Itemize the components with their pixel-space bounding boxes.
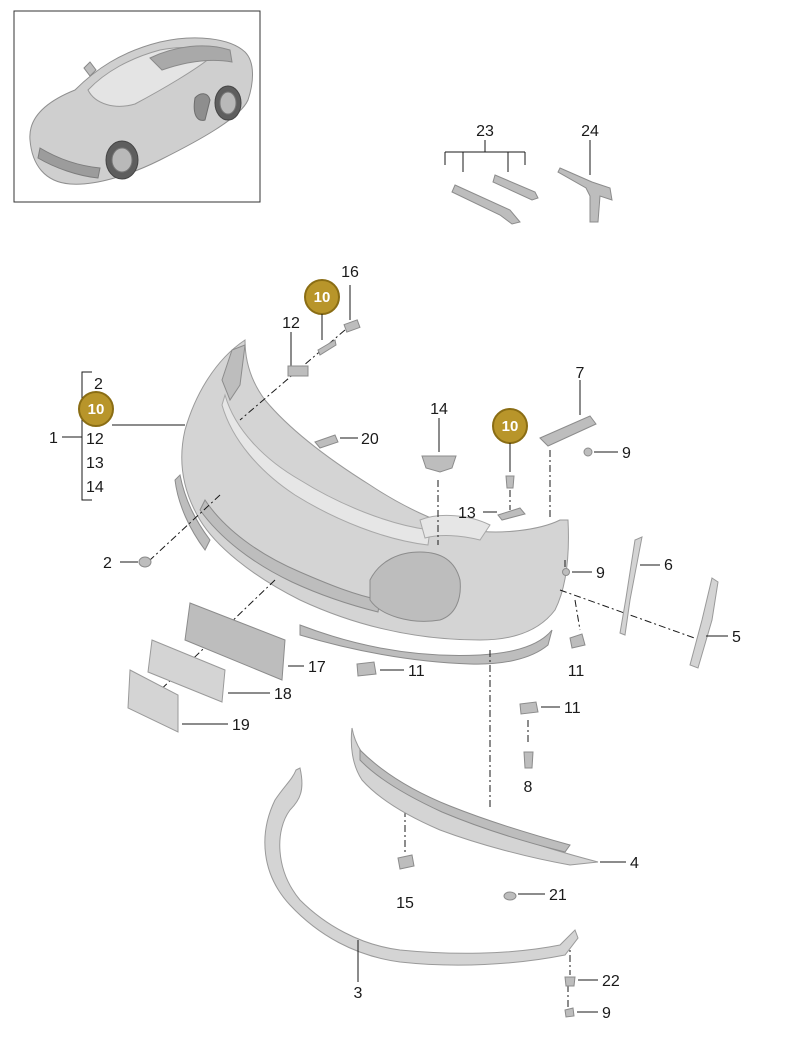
badge-10-right: 10 xyxy=(492,408,528,489)
callout-9-upper: 9 xyxy=(622,445,631,462)
part-3-spoiler-lip: 3 xyxy=(264,767,579,1002)
callout-14: 14 xyxy=(430,401,448,418)
callout-2: 2 xyxy=(103,555,112,572)
callout-11-center: 11 xyxy=(408,663,425,680)
callout-4: 4 xyxy=(630,855,639,872)
callout-9-bottom: 9 xyxy=(602,1005,611,1022)
callout-1: 1 xyxy=(49,430,58,447)
callout-17: 17 xyxy=(308,659,326,676)
part-23-adhesive-kit: 23 xyxy=(444,123,539,225)
part-6-trim-strip: 6 xyxy=(619,536,673,636)
badge-10-label: 10 xyxy=(314,289,331,306)
part-24-applicator-gun: 24 xyxy=(557,123,613,223)
callout-8: 8 xyxy=(524,779,533,796)
group-item-13: 13 xyxy=(86,455,104,472)
part-9-clip-bottom: 9 xyxy=(564,1005,611,1022)
part-19-plate-base: 19 xyxy=(127,669,250,734)
part-1-front-bumper xyxy=(174,339,569,665)
callout-12-upper: 12 xyxy=(282,315,300,332)
badge-10-group: 10 xyxy=(78,391,114,427)
part-9-clip-middle: 9 xyxy=(562,565,605,582)
callout-9-middle: 9 xyxy=(596,565,605,582)
callout-16: 16 xyxy=(341,264,359,281)
part-5-side-panel: 5 xyxy=(689,577,741,669)
callout-6: 6 xyxy=(664,557,673,574)
part-11-clip-lower: 11 xyxy=(519,700,581,717)
vehicle-thumbnail xyxy=(13,10,261,203)
callout-20: 20 xyxy=(361,431,379,448)
callout-11-right: 11 xyxy=(568,663,585,680)
part-2-plug: 2 xyxy=(103,555,152,572)
callout-19: 19 xyxy=(232,717,250,734)
part-17-plate-bracket: 17 xyxy=(184,602,326,681)
part-13-clip: 13 xyxy=(458,505,526,522)
callout-21: 21 xyxy=(549,887,567,904)
group-bracket-part-1: 1 2 12 13 14 xyxy=(49,371,185,501)
group-item-12: 12 xyxy=(86,431,104,448)
badge-10-label: 10 xyxy=(502,418,519,435)
callout-13: 13 xyxy=(458,505,476,522)
group-item-14: 14 xyxy=(86,479,104,496)
part-11-clip-center: 11 xyxy=(356,661,425,680)
part-15-clip: 15 xyxy=(396,854,415,912)
part-9-clip-upper: 9 xyxy=(583,445,631,462)
part-16-fastener: 16 xyxy=(341,264,361,333)
badge-10-upper: 10 xyxy=(304,279,340,340)
part-11-clip-right: 11 xyxy=(568,633,586,680)
part-8-screw: 8 xyxy=(523,751,534,796)
callout-3: 3 xyxy=(354,985,363,1002)
callout-24: 24 xyxy=(581,123,599,140)
callout-23: 23 xyxy=(476,123,494,140)
badge-10-label: 10 xyxy=(88,401,105,418)
callout-5: 5 xyxy=(732,629,741,646)
part-12-bracket-upper: 12 xyxy=(282,315,337,377)
part-18-plate-holder: 18 xyxy=(147,639,292,703)
callout-22: 22 xyxy=(602,973,620,990)
part-4-underbody-panel: 4 xyxy=(350,727,639,872)
callout-11-lower: 11 xyxy=(564,700,581,717)
part-20-screw: 20 xyxy=(314,431,379,449)
part-21-screw: 21 xyxy=(503,887,567,904)
callout-7: 7 xyxy=(576,365,585,382)
part-7-mounting-rail: 7 xyxy=(539,365,597,447)
part-22-nut: 22 xyxy=(564,973,620,990)
group-item-2: 2 xyxy=(94,376,103,393)
car-illustration xyxy=(29,37,253,185)
callout-15: 15 xyxy=(396,895,414,912)
part-14-bracket: 14 xyxy=(421,401,457,473)
callout-18: 18 xyxy=(274,686,292,703)
